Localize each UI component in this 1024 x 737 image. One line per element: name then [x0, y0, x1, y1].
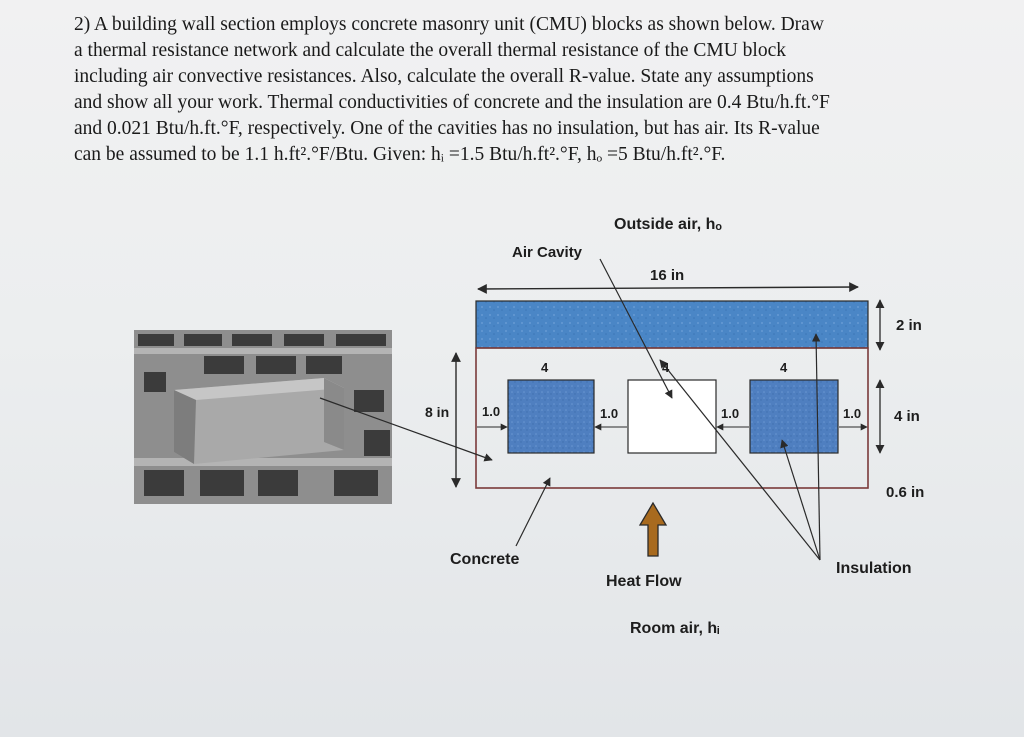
bottom-thickness-label: 0.6 in: [886, 484, 925, 501]
width-dimension-line: [477, 282, 859, 294]
web-label-4: 1.0: [843, 406, 862, 421]
cavity-insulated-left: [507, 379, 595, 454]
cavity-width-label-1: 4: [541, 360, 549, 375]
problem-line-6: can be assumed to be 1.1 h.ft².°F/Btu. G…: [74, 144, 726, 165]
cavity-width-label-2: 4: [662, 360, 670, 375]
top-insulation-layer: [475, 300, 869, 349]
arrow-up-icon: [638, 501, 668, 557]
cavity-height-label: 4 in: [894, 408, 920, 425]
cavity-width-label-3: 4: [780, 360, 788, 375]
cmu-block-photo: [134, 330, 392, 504]
width-label: 16 in: [650, 267, 685, 284]
problem-line-4: and show all your work. Thermal conducti…: [74, 92, 830, 113]
cmu-block-outline: [475, 347, 869, 489]
web-label-2: 1.0: [600, 406, 619, 421]
problem-line-5: and 0.021 Btu/h.ft.°F, respectively. One…: [74, 118, 820, 139]
problem-line-3: including air convective resistances. Al…: [74, 66, 814, 87]
problem-statement: 2) A building wall section employs concr…: [74, 12, 954, 168]
cavity-air: [627, 379, 717, 454]
cavity-insulated-right: [749, 379, 839, 454]
insulation-label: Insulation: [836, 560, 912, 577]
problem-line-2: a thermal resistance network and calcula…: [74, 40, 787, 61]
top-layer-label: 2 in: [896, 317, 922, 334]
room-air-label: Room air, hᵢ: [630, 620, 720, 637]
web-label-3: 1.0: [721, 406, 740, 421]
air-cavity-label: Air Cavity: [512, 244, 583, 261]
concrete-label: Concrete: [450, 551, 520, 568]
problem-line-1: 2) A building wall section employs concr…: [74, 14, 824, 35]
height-label: 8 in: [425, 404, 450, 420]
web-label-1: 1.0: [482, 404, 501, 419]
outside-air-label: Outside air, hₒ: [614, 216, 722, 233]
heat-flow-label: Heat Flow: [606, 573, 682, 590]
